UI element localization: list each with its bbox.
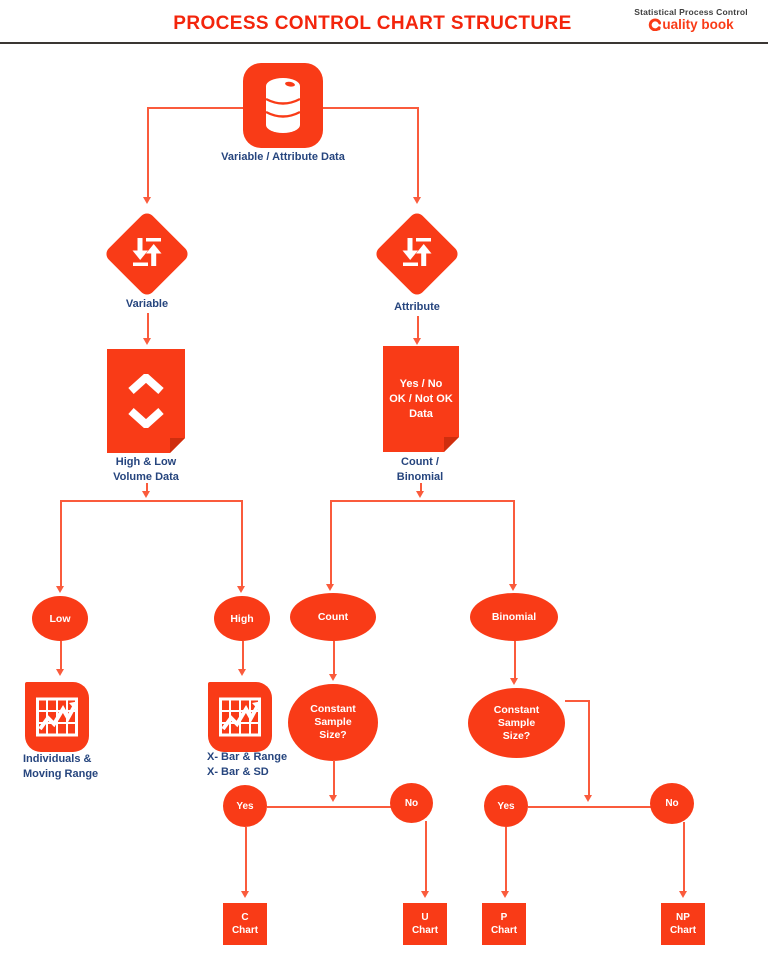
connector [683,822,685,894]
arrowhead [237,586,245,593]
arrowhead [326,584,334,591]
brand-tagline: Statistical Process Control [634,7,748,17]
variable-label: Variable [125,298,169,310]
page-fold [444,437,459,452]
chevron-up-icon [126,374,166,394]
connector [245,827,247,894]
arrowhead [56,586,64,593]
connector [513,500,515,586]
connector [505,827,507,894]
data-source-node [243,63,323,148]
arrowhead [143,197,151,204]
swap-vertical-arrows-icon [389,226,446,283]
p-chart-box: P Chart [482,903,526,945]
chevron-down-icon [126,408,166,428]
connector [242,641,244,672]
connector [147,313,149,341]
connector [60,500,242,502]
line-chart-grid-icon [34,694,80,740]
no-circle-count: No [390,783,433,823]
data-source-label: Variable / Attribute Data [221,151,345,163]
brand-logo: Statistical Process Control uality book [620,7,762,32]
connector [565,700,589,702]
swap-vertical-arrows-icon [119,226,176,283]
arrowhead [416,491,424,498]
constant-sample-size-ellipse-binomial: Constant Sample Size? [468,688,565,758]
page-fold [170,438,185,453]
quality-book-q-icon [648,18,662,31]
arrowhead [413,338,421,345]
connector [514,641,516,681]
variable-decision-diamond [103,210,191,298]
connector [425,821,427,894]
arrowhead [329,795,337,802]
brand-name-text: uality book [662,17,734,32]
arrowhead [329,674,337,681]
arrowhead [509,584,517,591]
arrowhead [413,197,421,204]
count-binomial-label: Count / Binomial [396,456,444,483]
constant-sample-size-ellipse-count: Constant Sample Size? [288,684,378,761]
arrowhead [241,891,249,898]
brand-name: uality book [620,17,762,32]
connector [241,500,243,589]
connector [330,500,514,502]
c-chart-box: C Chart [223,903,267,945]
individuals-chart-node [25,682,89,752]
xbar-chart-node [208,682,272,752]
yes-circle-binomial: Yes [484,785,528,827]
connector [147,107,244,109]
header-divider [0,42,768,44]
low-ellipse: Low [32,596,88,641]
high-ellipse: High [214,596,270,641]
arrowhead [584,795,592,802]
connector [417,316,419,341]
connector [146,483,148,494]
connector [267,806,391,808]
connector [528,806,651,808]
binomial-ellipse: Binomial [470,593,558,641]
page-title: PROCESS CONTROL CHART STRUCTURE [173,13,572,34]
high-low-volume-card [107,349,185,453]
yes-circle-count: Yes [223,785,267,827]
connector [60,500,62,589]
np-chart-box: NP Chart [661,903,705,945]
line-chart-grid-icon [217,694,263,740]
connector [333,760,335,798]
high-low-volume-label: High & Low Volume Data [113,456,179,483]
arrowhead [679,891,687,898]
connector [147,107,149,199]
connector [420,483,422,494]
individuals-moving-range-label: Individuals & Moving Range [23,753,99,780]
connector [322,107,417,109]
arrowhead [56,669,64,676]
count-ellipse: Count [290,593,376,641]
arrowhead [501,891,509,898]
arrowhead [142,491,150,498]
xbar-label: X- Bar & Range X- Bar & SD [207,751,288,778]
no-circle-binomial: No [650,783,694,824]
arrowhead [510,678,518,685]
connector [330,500,332,586]
database-barrel-icon [262,76,304,136]
arrowhead [421,891,429,898]
connector [588,700,590,797]
arrowhead [238,669,246,676]
attribute-decision-diamond [373,210,461,298]
connector [60,641,62,672]
attribute-label: Attribute [394,301,440,313]
connector [417,107,419,199]
yes-no-card: Yes / No OK / Not OK Data [383,346,459,452]
arrowhead [143,338,151,345]
u-chart-box: U Chart [403,903,447,945]
connector [333,641,335,677]
